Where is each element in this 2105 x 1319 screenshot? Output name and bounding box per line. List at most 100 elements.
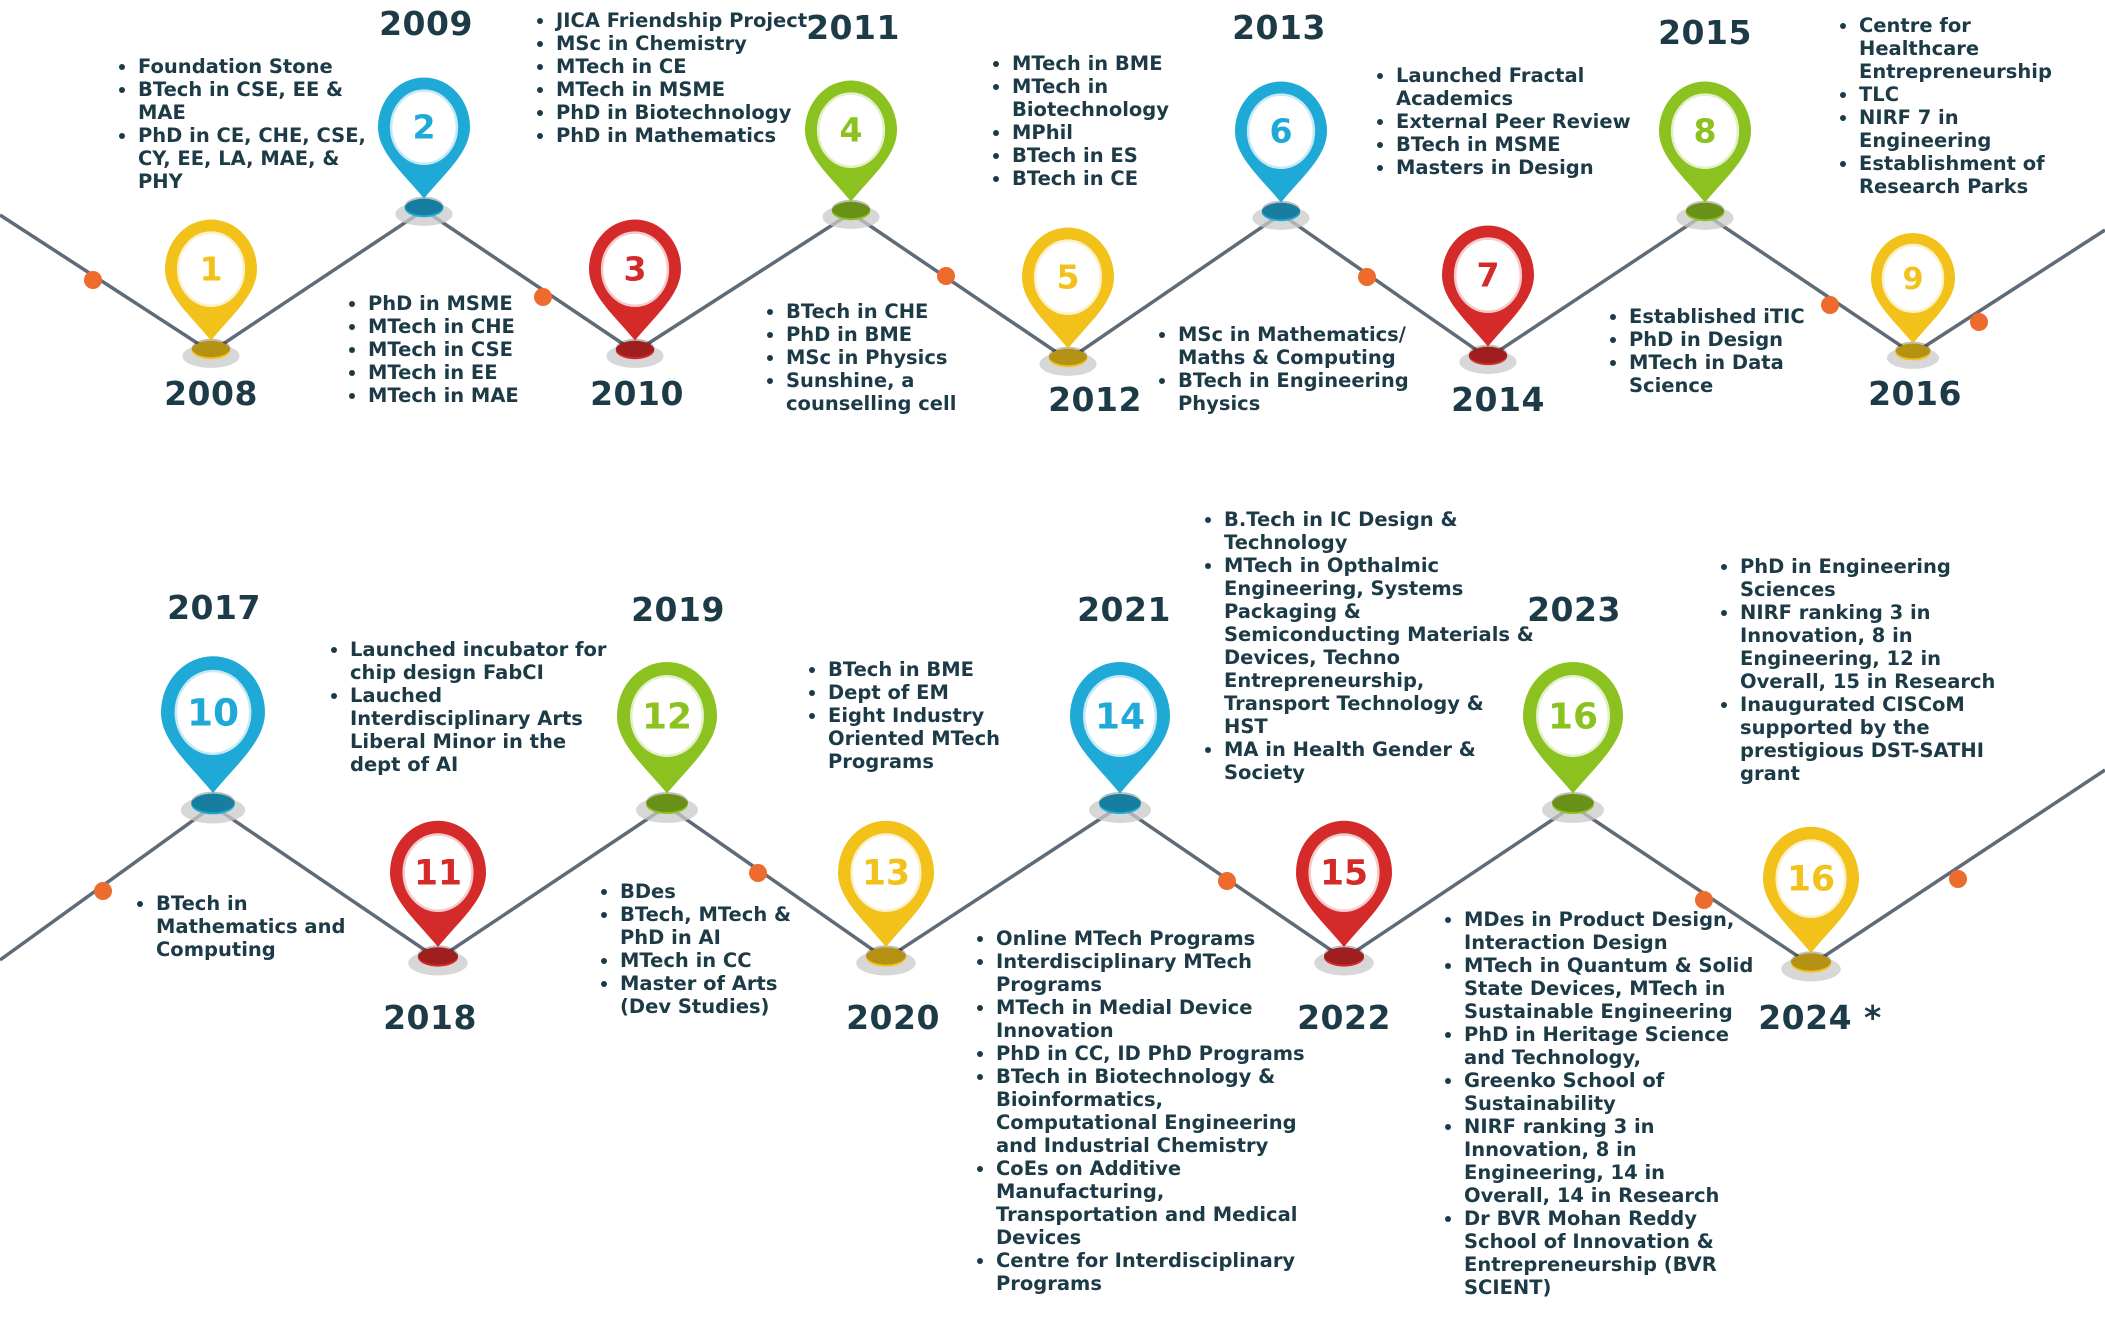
list-item: PhD in CE, CHE, CSE, CY, EE, LA, MAE, & … — [138, 124, 388, 193]
milestone-list-2013: MSc in Mathematics/ Maths & Computing BT… — [1150, 323, 1423, 415]
pin-inner-ring — [1774, 838, 1848, 919]
list-item: MTech in CSE — [368, 338, 578, 361]
pin-base-shade — [1048, 346, 1088, 366]
pin-inner-circle — [1033, 239, 1103, 316]
list-item: JICA Friendship Project — [556, 9, 831, 32]
pin-base-shade — [831, 199, 871, 219]
list-item: Sunshine, a counselling cell — [786, 369, 1011, 415]
list-item: MA in Health Gender & Society — [1224, 738, 1534, 784]
pin-number: 15 — [1320, 854, 1368, 894]
pin-base — [1323, 947, 1365, 967]
year-label-2013: 2013 — [1232, 8, 1326, 47]
list-item: NIRF ranking 3 in Innovation, 8 in Engin… — [1464, 1115, 1754, 1207]
year-label-2009: 2009 — [379, 4, 473, 43]
year-label-2020: 2020 — [846, 998, 940, 1037]
list-item: BTech in CE — [1012, 167, 1212, 190]
pin-inner-ring — [1307, 832, 1381, 913]
list-item: NIRF 7 in Engineering — [1859, 106, 2094, 152]
pin-number: 7 — [1476, 256, 1499, 295]
pin-inner-ring — [1033, 238, 1103, 316]
pin-inner-circle — [1453, 237, 1523, 314]
list-item: Greenko School of Sustainability — [1464, 1069, 1754, 1115]
year-label-2012: 2012 — [1048, 380, 1142, 419]
year-label-2018: 2018 — [383, 998, 477, 1037]
list-item: CoEs on Additive Manufacturing, Transpor… — [996, 1157, 1316, 1249]
pin-inner-ring — [629, 674, 705, 758]
milestone-pin-12: 12 — [617, 662, 717, 823]
pin-inner-ring — [1881, 243, 1945, 314]
milestone-list-2023: MDes in Product Design, Interaction Desi… — [1436, 908, 1754, 1299]
pin-number: 14 — [1095, 697, 1145, 738]
year-label-2023: 2023 — [1527, 590, 1621, 629]
milestone-pin-2: 2 — [378, 77, 471, 226]
pin-inner-circle — [630, 675, 704, 757]
pin-inner-circle — [1536, 675, 1610, 757]
pin-base — [1895, 343, 1931, 361]
year-label-2024: 2024 * — [1758, 998, 1882, 1037]
connector-dot — [1218, 872, 1236, 890]
connector-dot — [84, 271, 102, 289]
list-item: BTech in Engineering Physics — [1178, 369, 1423, 415]
pin-inner-circle — [816, 92, 886, 168]
list-item: BDes — [620, 880, 835, 903]
connector-dot — [1970, 313, 1988, 331]
list-item: Online MTech Programs — [996, 927, 1316, 950]
list-item: MTech in MAE — [368, 384, 578, 407]
pin-base-shade — [191, 791, 235, 813]
pin-base-shade — [1323, 945, 1365, 965]
timeline-line-row-2 — [0, 768, 2105, 968]
year-label-2010: 2010 — [590, 374, 684, 413]
list-item: External Peer Review — [1396, 110, 1666, 133]
pin-inner-circle — [600, 231, 670, 308]
pin-base-shade — [191, 338, 231, 358]
pin-base — [865, 947, 907, 967]
pin-inner-circle — [1308, 833, 1380, 912]
pin-inner-circle — [174, 669, 252, 756]
pin-inner-circle — [1775, 839, 1847, 918]
list-item: MTech in CHE — [368, 315, 578, 338]
milestone-list-2017: BTech in Mathematics and Computing — [128, 892, 386, 961]
pin-number: 16 — [1548, 697, 1598, 738]
pin-inner-circle — [176, 231, 246, 308]
pin-inner-circle — [1083, 675, 1157, 757]
list-item: MSc in Physics — [786, 346, 1011, 369]
list-item: MTech in Quantum & Solid State Devices, … — [1464, 954, 1754, 1023]
list-item: BTech in BME — [828, 658, 1043, 681]
pin-base-shade — [1895, 341, 1931, 359]
pin-number: 8 — [1693, 112, 1716, 151]
list-item: MPhil — [1012, 121, 1212, 144]
connector-dot — [1358, 268, 1376, 286]
pin-number: 6 — [1269, 112, 1292, 151]
milestone-list-2009: PhD in MSME MTech in CHE MTech in CSE MT… — [340, 292, 578, 407]
connector-dot — [749, 864, 767, 882]
pin-number: 13 — [862, 854, 910, 894]
pin-base-shade — [1552, 792, 1594, 812]
milestone-pin-6: 6 — [1235, 81, 1327, 230]
pin-inner-circle — [1881, 243, 1945, 313]
list-item: BTech in CHE — [786, 300, 1011, 323]
list-item: PhD in Engineering Sciences — [1740, 555, 2000, 601]
connector-dot — [1695, 891, 1713, 909]
list-item: MTech in Data Science — [1629, 351, 1839, 397]
pin-base — [1468, 346, 1508, 366]
pin-inner-ring — [600, 230, 670, 308]
pin-inner-circle — [1670, 93, 1740, 169]
list-item: Established iTIC — [1629, 305, 1839, 328]
list-item: PhD in BME — [786, 323, 1011, 346]
list-item: Establishment of Research Parks — [1859, 152, 2094, 198]
list-item: MTech in Opthalmic Engineering, Systems … — [1224, 554, 1534, 738]
list-item: PhD in Biotechnology — [556, 101, 831, 124]
milestone-list-2021: Online MTech Programs Interdisciplinary … — [968, 927, 1316, 1295]
pin-inner-circle — [389, 89, 459, 165]
pin-base — [404, 198, 444, 218]
list-item: Dept of EM — [828, 681, 1043, 704]
list-item: MSc in Chemistry — [556, 32, 831, 55]
list-item: PhD in Heritage Science and Technology, — [1464, 1023, 1754, 1069]
list-item: MTech in EE — [368, 361, 578, 384]
list-item: Lauched Interdisciplinary Arts Liberal M… — [350, 684, 615, 776]
milestone-pin-13: 13 — [838, 820, 934, 976]
pin-number: 5 — [1056, 258, 1079, 297]
list-item: MTech in BME — [1012, 52, 1212, 75]
milestone-list-2008: Foundation Stone BTech in CSE, EE & MAE … — [110, 55, 388, 193]
milestone-pin-8: 8 — [1659, 81, 1751, 230]
